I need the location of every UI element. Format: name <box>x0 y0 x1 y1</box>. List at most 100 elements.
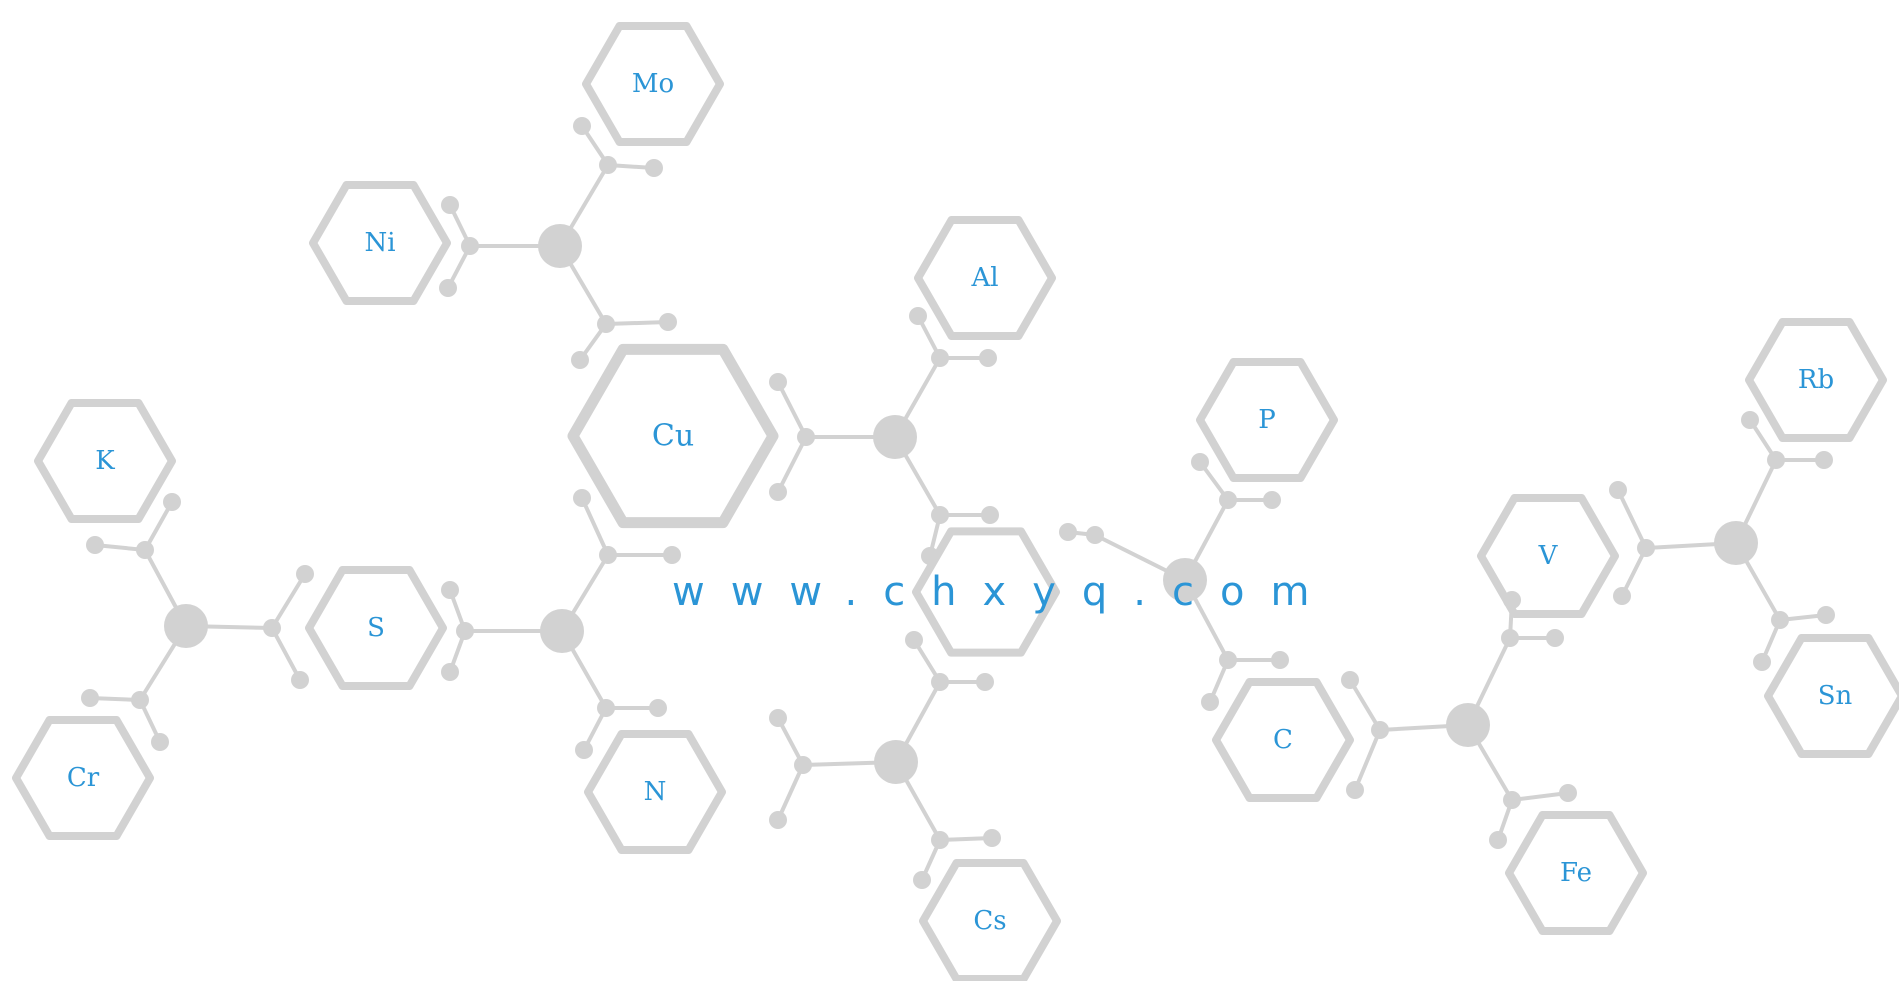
hexagon-mo <box>582 22 724 146</box>
bond-end-dot <box>441 196 459 214</box>
hexagon-v <box>1477 494 1619 618</box>
bond-end-dot <box>1767 451 1785 469</box>
bond-end-dot <box>663 546 681 564</box>
bonds-layer <box>81 117 1835 889</box>
element-label-cs: Cs <box>973 906 1006 936</box>
hub-node <box>164 604 208 648</box>
bond-end-dot <box>1219 651 1237 669</box>
bond-end-dot <box>645 159 663 177</box>
bond-end-dot <box>441 581 459 599</box>
hub-node <box>540 609 584 653</box>
bond-line <box>143 500 174 552</box>
bond-end-dot <box>931 349 949 367</box>
hexagon-unlabeled <box>912 527 1060 657</box>
bond-end-dot <box>597 315 615 333</box>
bond-end-dot <box>1219 491 1237 509</box>
bond-line <box>1616 488 1648 550</box>
watermark-text: www.chxyq.com <box>672 569 1336 615</box>
bond-end-dot <box>1546 629 1564 647</box>
bond-end-dot <box>981 506 999 524</box>
bond-end-dot <box>931 506 949 524</box>
hub-node <box>873 415 917 459</box>
hub-node <box>538 224 582 268</box>
bond-end-dot <box>1741 411 1759 429</box>
bond-line <box>1353 728 1382 792</box>
bond-end-dot <box>797 428 815 446</box>
element-label-rb: Rb <box>1798 365 1834 395</box>
bond-end-dot <box>769 709 787 727</box>
element-label-al: Al <box>970 263 998 293</box>
bond-end-dot <box>1346 781 1364 799</box>
element-label-s: S <box>367 613 385 643</box>
bond-end-dot <box>979 349 997 367</box>
bond-end-dot <box>769 811 787 829</box>
hexagon-sn <box>1764 634 1899 758</box>
bond-end-dot <box>456 622 474 640</box>
bond-end-dot <box>931 673 949 691</box>
bond-end-dot <box>905 631 923 649</box>
bond-line <box>270 572 307 630</box>
bond-end-dot <box>1559 784 1577 802</box>
hexagon-cs <box>919 859 1061 981</box>
bond-end-dot <box>1086 526 1104 544</box>
bond-end-dot <box>1637 539 1655 557</box>
hexagon-cu <box>567 343 779 529</box>
bond-end-dot <box>1201 693 1219 711</box>
bond-line <box>604 320 670 326</box>
element-label-n: N <box>644 777 667 807</box>
hexagon-k <box>34 399 176 523</box>
bond-end-dot <box>439 279 457 297</box>
bond-end-dot <box>573 489 591 507</box>
bond-end-dot <box>573 117 591 135</box>
bond-end-dot <box>1815 451 1833 469</box>
bond-end-dot <box>81 689 99 707</box>
bond-end-dot <box>794 756 812 774</box>
bond-end-dot <box>913 871 931 889</box>
bond-end-dot <box>291 671 309 689</box>
bond-end-dot <box>1501 629 1519 647</box>
bond-end-dot <box>1263 491 1281 509</box>
bond-line <box>1348 678 1382 732</box>
bond-end-dot <box>1341 671 1359 689</box>
element-label-k: K <box>95 446 115 476</box>
hexagon-p <box>1196 358 1338 482</box>
bond-end-dot <box>571 351 589 369</box>
element-label-cr: Cr <box>67 763 100 793</box>
bond-end-dot <box>1059 523 1077 541</box>
bond-end-dot <box>441 663 459 681</box>
bond-end-dot <box>296 565 314 583</box>
bond-end-dot <box>131 691 149 709</box>
hub-node <box>874 740 918 784</box>
hexagon-cr <box>12 716 154 840</box>
bond-end-dot <box>151 733 169 751</box>
hexagon-c <box>1212 678 1354 802</box>
bond-end-dot <box>1503 791 1521 809</box>
bond-end-dot <box>1271 651 1289 669</box>
element-label-c: C <box>1273 725 1293 755</box>
bond-end-dot <box>1771 611 1789 629</box>
bond-end-dot <box>263 619 281 637</box>
element-label-ni: Ni <box>364 228 395 258</box>
bond-end-dot <box>976 673 994 691</box>
bond-line <box>776 380 808 439</box>
bond-end-dot <box>461 237 479 255</box>
bond-end-dot <box>86 536 104 554</box>
bond-end-dot <box>1817 606 1835 624</box>
bond-line <box>580 496 610 557</box>
hexagon-al <box>914 216 1056 340</box>
bond-end-dot <box>1191 453 1209 471</box>
bond-line <box>1510 791 1570 802</box>
bond-end-dot <box>1609 481 1627 499</box>
bond-line <box>776 763 805 822</box>
bond-end-dot <box>1613 587 1631 605</box>
element-label-p: P <box>1258 405 1276 435</box>
hub-node <box>1714 521 1758 565</box>
hexagon-fe <box>1505 811 1647 935</box>
hexagon-n <box>584 730 726 854</box>
element-label-fe: Fe <box>1560 858 1592 888</box>
hexagon-s <box>305 566 447 690</box>
element-label-v: V <box>1538 541 1559 571</box>
